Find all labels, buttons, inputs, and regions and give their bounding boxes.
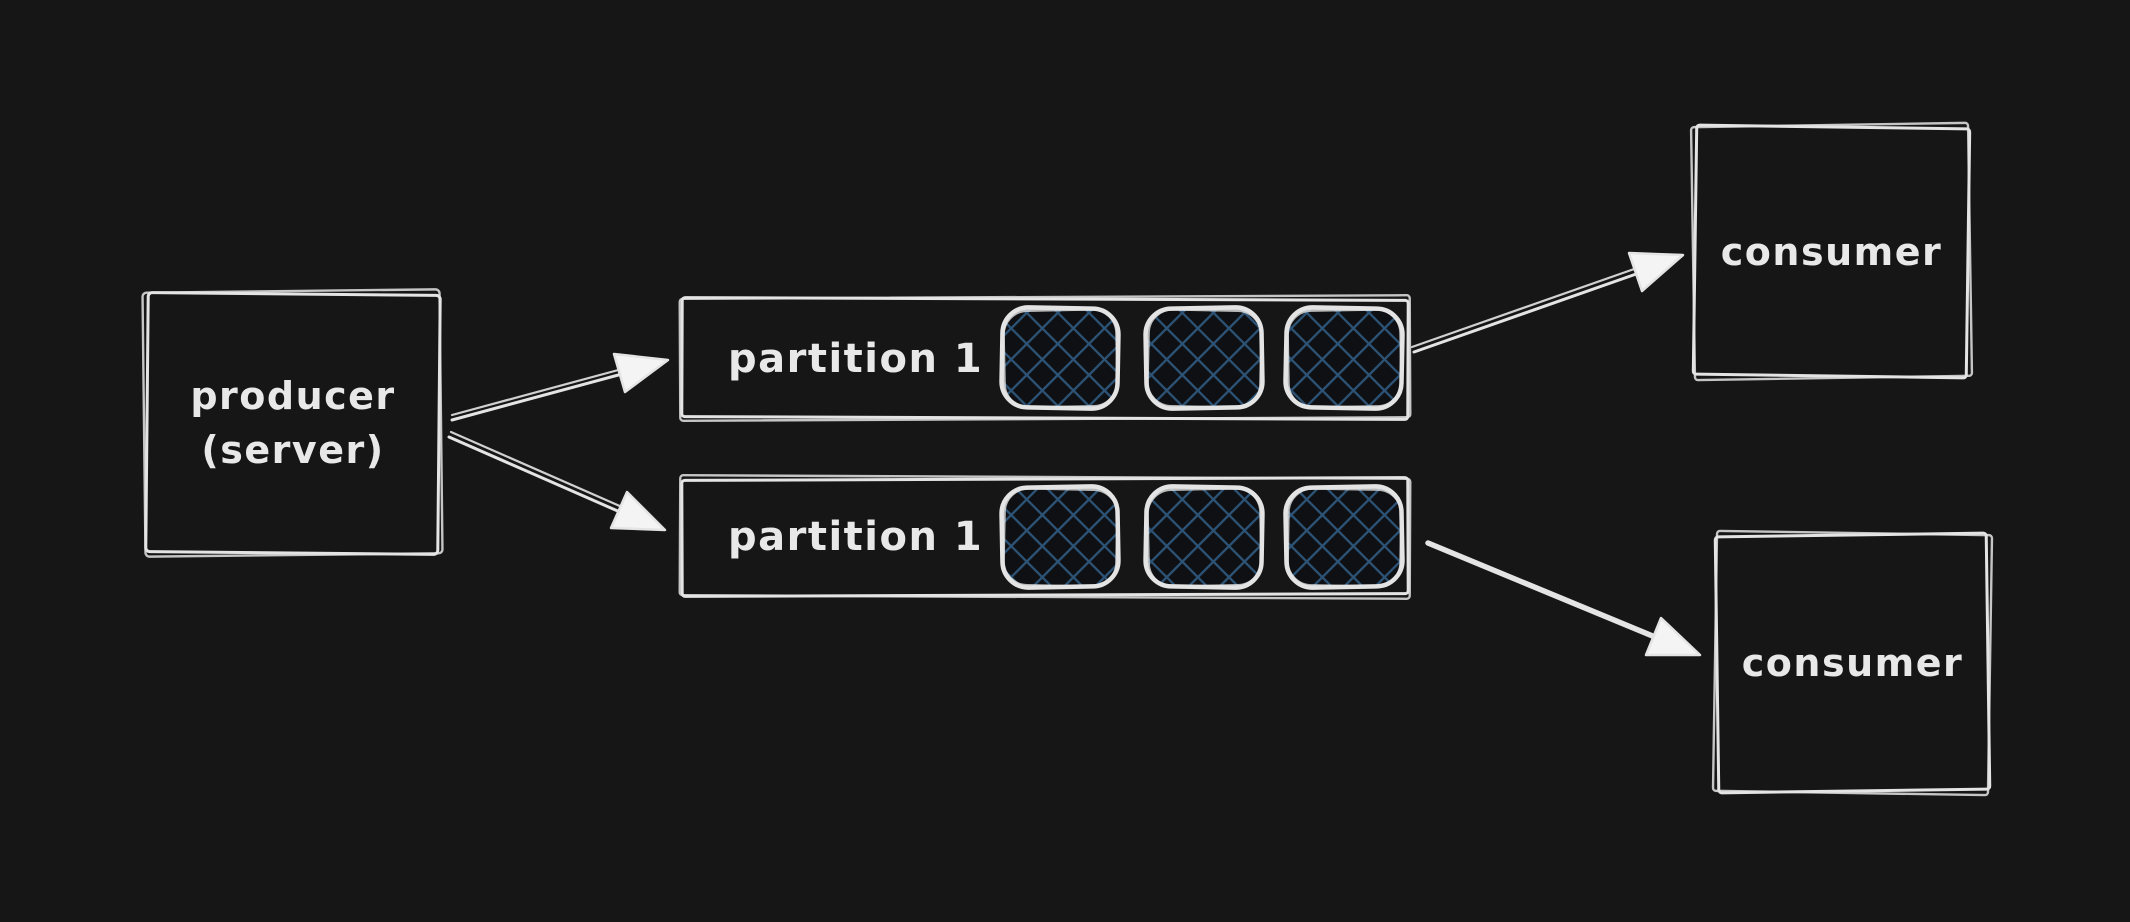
message-block-icon bbox=[1143, 484, 1265, 590]
message-block-icon bbox=[1283, 484, 1405, 590]
message-block-icon bbox=[1143, 305, 1265, 411]
arrow-partition-top-to-consumer bbox=[1410, 251, 1685, 354]
message-block-icon bbox=[1283, 305, 1405, 411]
message-block-icon bbox=[999, 305, 1121, 411]
partition-top-box bbox=[678, 294, 1412, 422]
partition-bottom-box bbox=[678, 474, 1412, 600]
consumer-bottom-box bbox=[1711, 529, 1994, 797]
arrow-producer-to-partition-bottom bbox=[447, 430, 667, 532]
arrow-producer-to-partition-top bbox=[450, 352, 670, 422]
producer-node-box bbox=[141, 288, 444, 558]
arrow-partition-bottom-to-consumer bbox=[1425, 540, 1702, 657]
consumer-top-box bbox=[1689, 121, 1974, 382]
message-block-icon bbox=[999, 484, 1121, 590]
